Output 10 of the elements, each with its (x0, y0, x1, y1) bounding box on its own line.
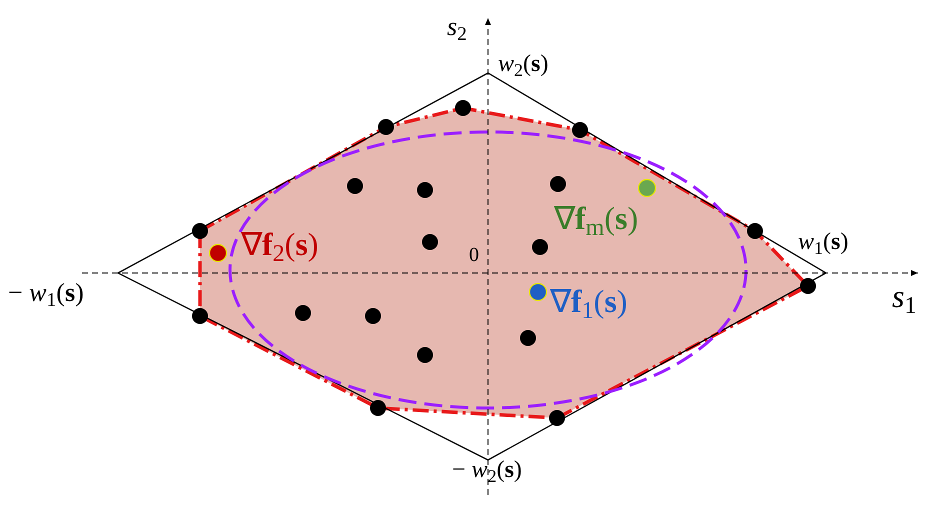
axis-label: s$_{1}$ (892, 280, 916, 312)
gradient-label: ∇f$_{1}$(s) (550, 285, 628, 317)
axis-label: s$_{2}$ (447, 14, 467, 40)
origin-label: 0 (469, 245, 479, 265)
vertex-label: w$_{2}$(s) (498, 52, 548, 76)
vertex-label: − w$_{1}$(s) (8, 280, 84, 306)
vertex-label: w$_{1}$(s) (798, 230, 848, 254)
gradient-label: ∇f$_{m}$(s) (554, 202, 638, 234)
gradient-label: ∇f$_{2}$(s) (241, 228, 318, 260)
vertex-label: − w$_{2}$(s) (452, 458, 522, 482)
